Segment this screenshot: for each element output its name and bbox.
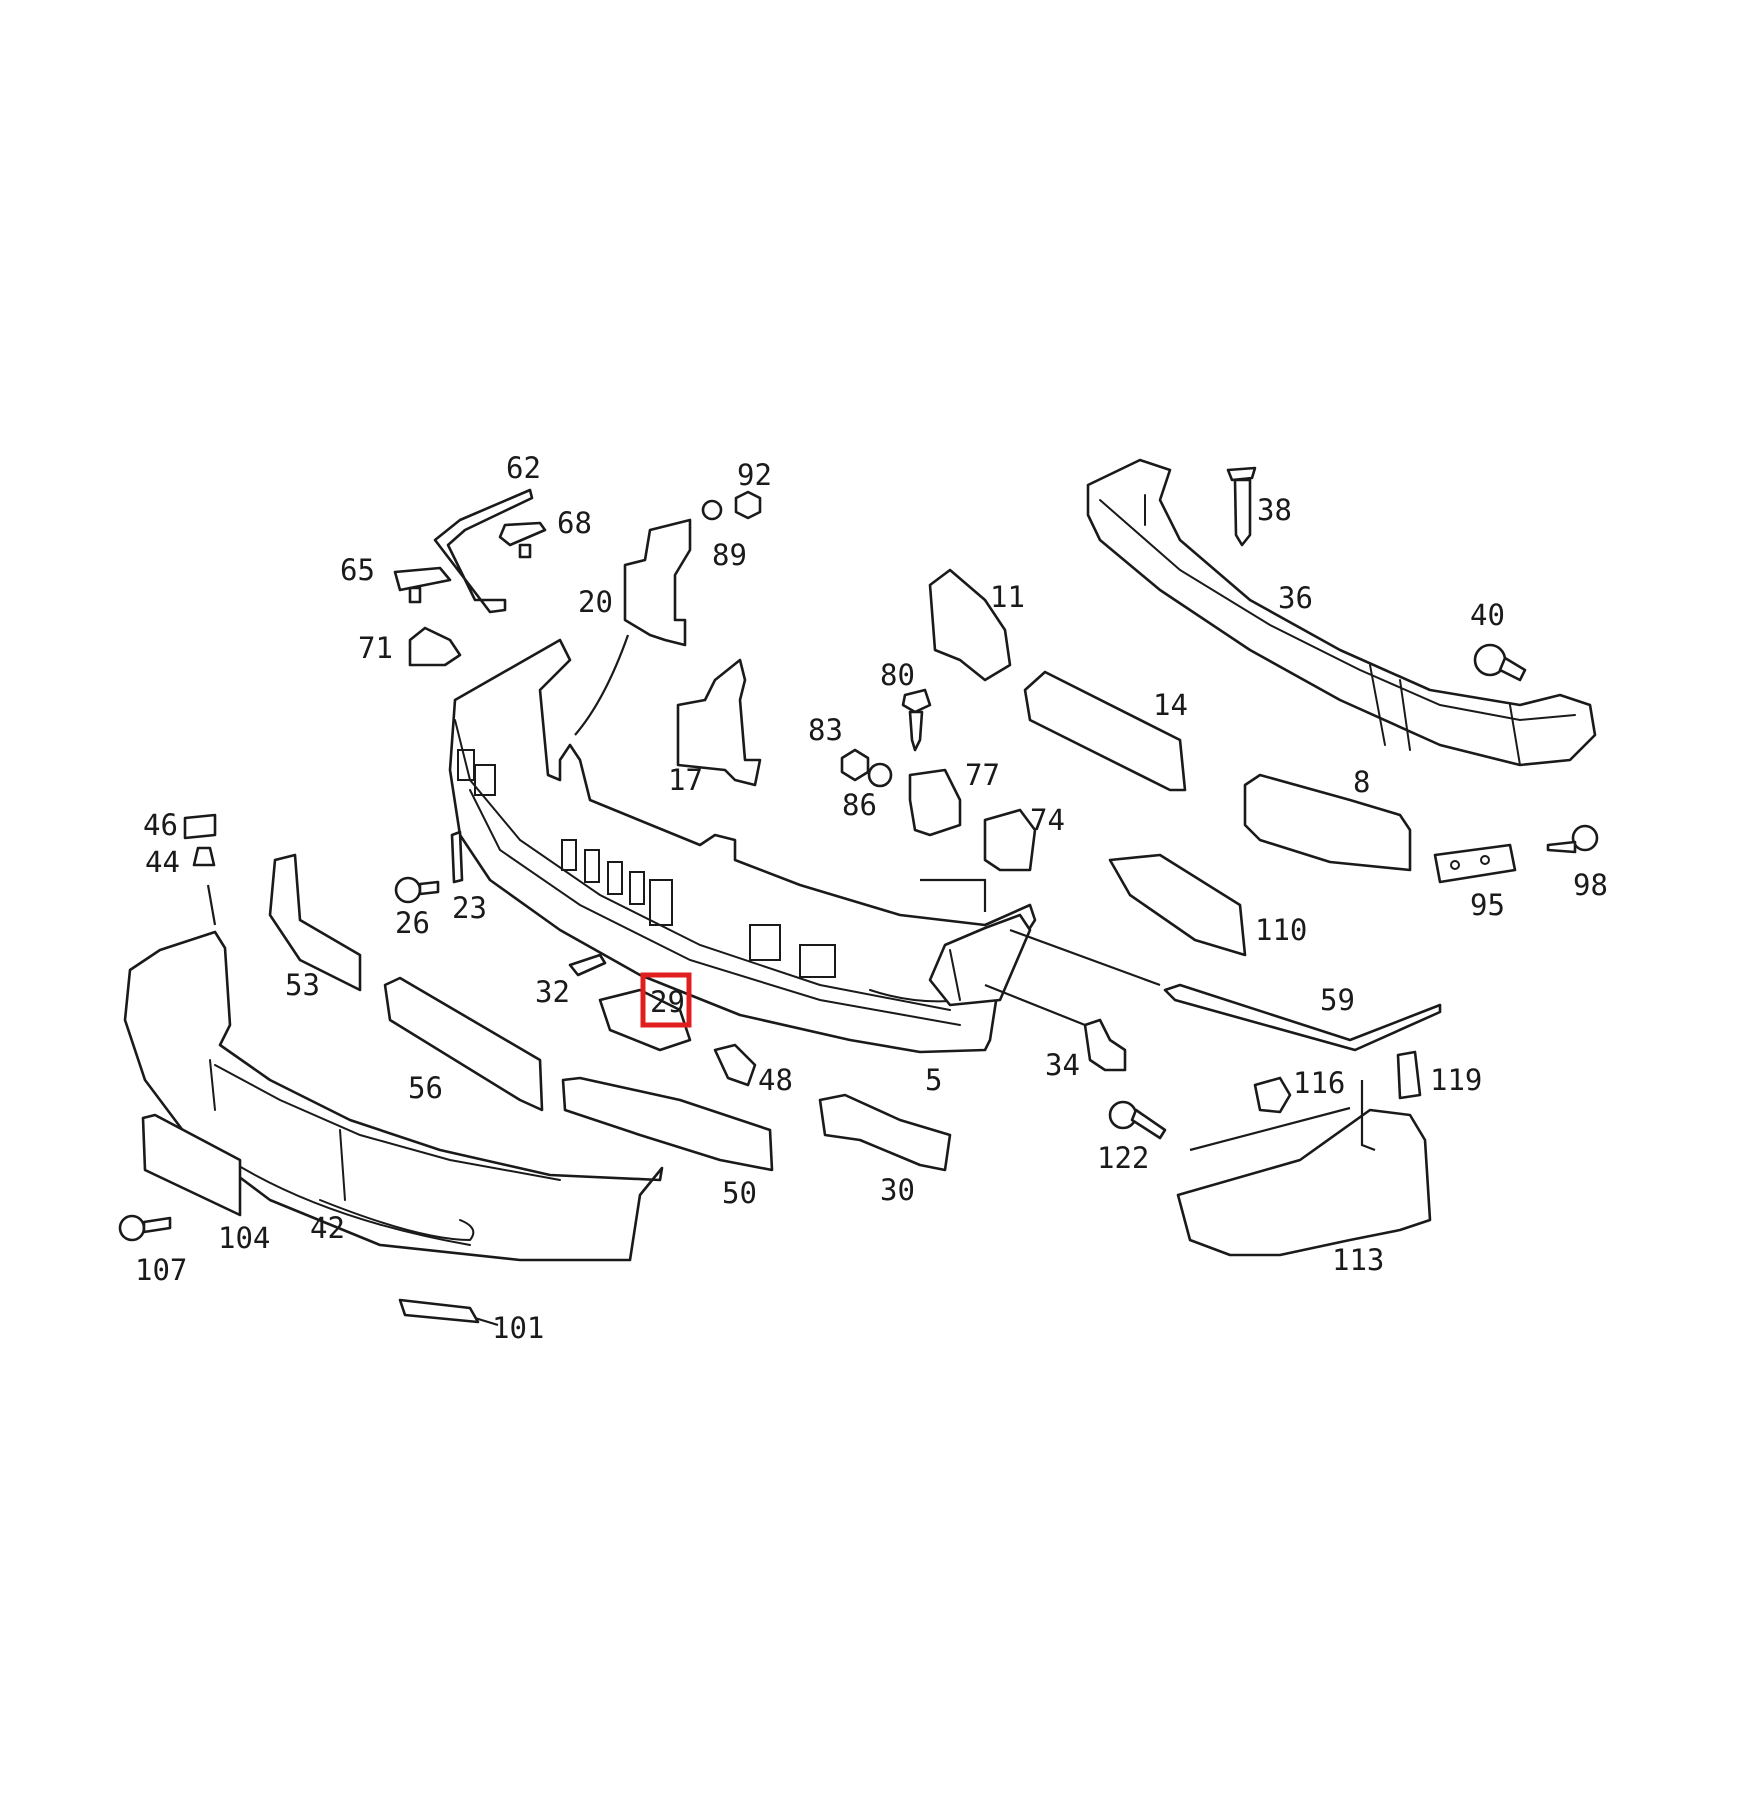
label-17: 17 <box>668 763 703 797</box>
nut-part-83 <box>840 748 870 782</box>
label-46: 46 <box>143 808 178 842</box>
label-32: 32 <box>535 975 570 1009</box>
label-65: 65 <box>340 553 375 587</box>
label-62: 62 <box>506 451 541 485</box>
screw-part-122 <box>1108 1100 1167 1140</box>
label-42: 42 <box>310 1211 345 1245</box>
label-77: 77 <box>965 758 1000 792</box>
screw-part-107 <box>118 1214 172 1242</box>
reinforcement-bar-part-36 <box>1086 458 1597 767</box>
nut-part-92 <box>701 490 762 521</box>
clip-part-65 <box>393 566 452 604</box>
trim-part-53 <box>268 853 362 992</box>
bracket-part-32 <box>568 953 607 977</box>
clip-part-34 <box>1083 1018 1127 1072</box>
label-53: 53 <box>285 968 320 1002</box>
bracket-part-77 <box>908 768 962 837</box>
label-119: 119 <box>1430 1063 1482 1097</box>
grille-part-110 <box>1108 853 1247 957</box>
label-122: 122 <box>1097 1141 1149 1175</box>
trim-part-56 <box>383 976 544 1112</box>
label-50: 50 <box>722 1176 757 1210</box>
bushing-part-116 <box>1253 1076 1292 1114</box>
label-74: 74 <box>1030 803 1065 837</box>
label-29: 29 <box>650 985 685 1019</box>
label-20: 20 <box>578 585 613 619</box>
label-98: 98 <box>1573 868 1608 902</box>
screw-part-26 <box>394 876 440 904</box>
link-part-23 <box>450 830 464 884</box>
plate-part-104 <box>141 1113 242 1217</box>
label-14: 14 <box>1153 688 1188 722</box>
clip-part-68 <box>498 521 547 559</box>
label-59: 59 <box>1320 983 1355 1017</box>
label-30: 30 <box>880 1173 915 1207</box>
absorber-part-8 <box>1243 773 1412 872</box>
absorber-part-14 <box>1023 670 1187 792</box>
label-44: 44 <box>145 845 180 879</box>
clip-part-44 <box>192 846 216 867</box>
label-71: 71 <box>358 631 393 665</box>
spoiler-part-113 <box>1176 1108 1432 1257</box>
bracket-part-17 <box>676 658 762 787</box>
part-labels: 62 92 68 89 65 20 71 17 38 36 11 40 80 1… <box>135 451 1608 1345</box>
label-92: 92 <box>737 458 772 492</box>
label-40: 40 <box>1470 598 1505 632</box>
label-86: 86 <box>842 788 877 822</box>
moulding-part-50 <box>561 1076 774 1172</box>
washer-part-86 <box>867 762 893 788</box>
label-107: 107 <box>135 1253 187 1287</box>
bumper-carrier-part-5 <box>448 638 1037 1054</box>
screw-part-98 <box>1546 824 1599 854</box>
holder-part-71 <box>408 626 462 667</box>
label-23: 23 <box>452 891 487 925</box>
label-38: 38 <box>1257 493 1292 527</box>
label-36: 36 <box>1278 581 1313 615</box>
bracket-part-95 <box>1433 843 1517 884</box>
clip-part-38 <box>1226 466 1257 547</box>
label-95: 95 <box>1470 888 1505 922</box>
bolt-part-80 <box>901 688 932 752</box>
label-11: 11 <box>990 580 1025 614</box>
trim-part-59 <box>1163 983 1442 1052</box>
label-113: 113 <box>1332 1243 1384 1277</box>
bracket-part-74 <box>983 808 1037 872</box>
label-56: 56 <box>408 1071 443 1105</box>
label-34: 34 <box>1045 1048 1080 1082</box>
plate-part-101 <box>398 1298 480 1324</box>
label-8: 8 <box>1353 765 1370 799</box>
highlight-box <box>640 972 692 1028</box>
absorber-part-11 <box>928 568 1012 682</box>
grille-part-30 <box>818 1093 952 1172</box>
nut-part-46 <box>183 813 217 840</box>
label-104: 104 <box>218 1221 270 1255</box>
label-48: 48 <box>758 1063 793 1097</box>
cover-part-48 <box>713 1043 757 1087</box>
clip-part-119 <box>1396 1050 1422 1100</box>
label-5: 5 <box>925 1063 942 1097</box>
leader-lines <box>206 634 1376 1327</box>
label-89: 89 <box>712 538 747 572</box>
label-116: 116 <box>1293 1066 1345 1100</box>
label-68: 68 <box>557 506 592 540</box>
label-101: 101 <box>492 1311 544 1345</box>
label-26: 26 <box>395 906 430 940</box>
trim-strip-part-62 <box>433 488 534 614</box>
bracket-part-20 <box>623 518 692 647</box>
screw-part-40 <box>1473 643 1527 682</box>
label-80: 80 <box>880 658 915 692</box>
label-83: 83 <box>808 713 843 747</box>
label-110: 110 <box>1255 913 1307 947</box>
